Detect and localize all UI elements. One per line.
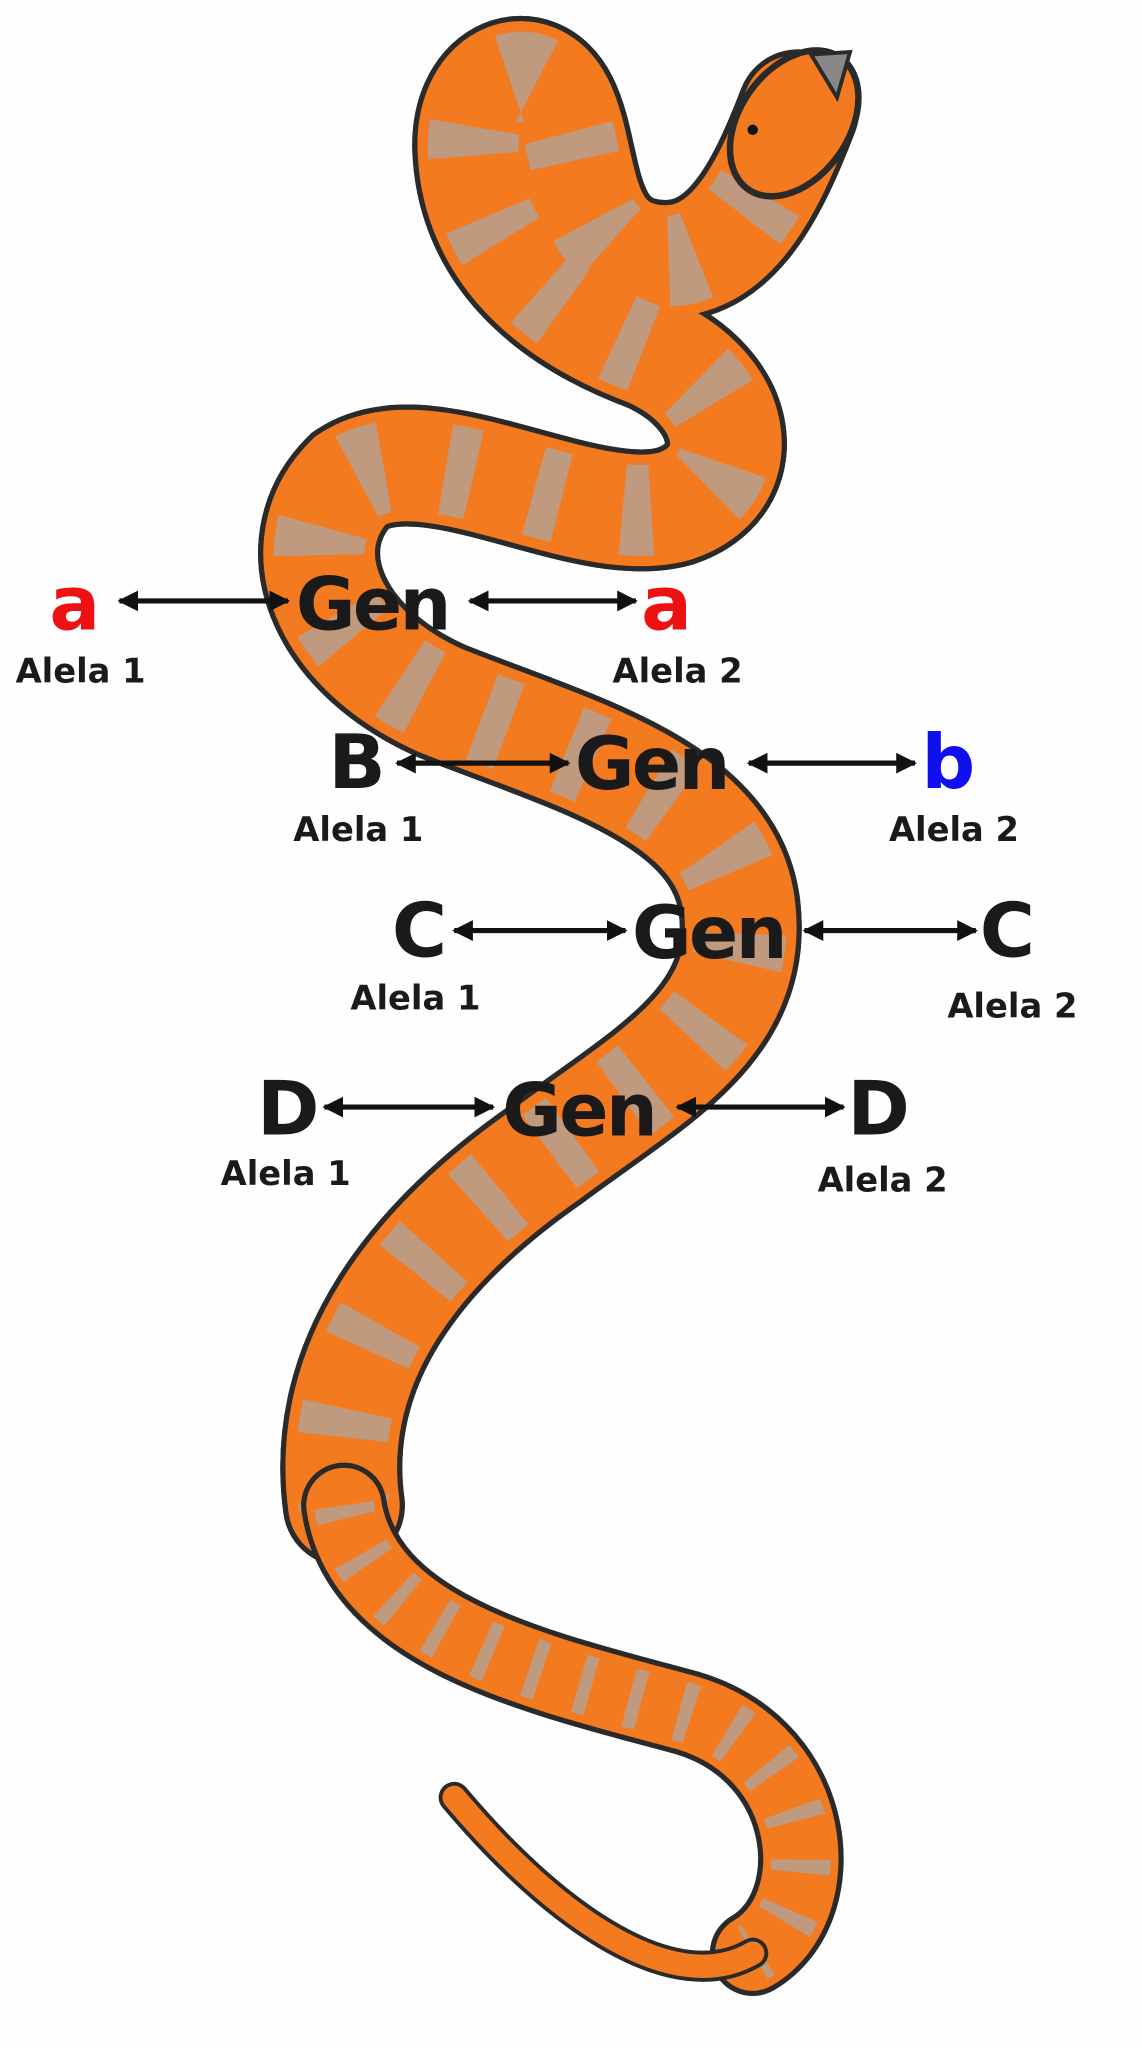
gene-row-1: a Gen a Alela 1 Alela 2 bbox=[16, 559, 743, 690]
snake-eye bbox=[747, 124, 758, 136]
allele-1: D bbox=[257, 1064, 319, 1152]
allele-2-label: Alela 2 bbox=[947, 987, 1077, 1026]
gene-label: Gen bbox=[502, 1070, 655, 1154]
allele-2: C bbox=[980, 887, 1035, 975]
allele-2-label: Alela 2 bbox=[818, 1160, 948, 1199]
allele-2: b bbox=[921, 718, 975, 806]
allele-2: a bbox=[641, 559, 692, 647]
gene-label: Gen bbox=[296, 563, 449, 647]
allele-1-label: Alela 1 bbox=[350, 979, 480, 1018]
allele-1: B bbox=[328, 718, 385, 806]
gene-row-4: D Gen D Alela 1 Alela 2 bbox=[221, 1064, 948, 1199]
allele-2-label: Alela 2 bbox=[889, 810, 1019, 849]
allele-2: D bbox=[847, 1064, 909, 1152]
allele-1: C bbox=[392, 887, 447, 975]
gene-label: Gen bbox=[575, 723, 728, 807]
snake-illustration bbox=[319, 26, 862, 1996]
allele-1: a bbox=[49, 559, 100, 647]
gene-row-3: C Gen C Alela 1 Alela 2 bbox=[350, 887, 1077, 1026]
allele-1-label: Alela 1 bbox=[16, 652, 146, 691]
allele-2-label: Alela 2 bbox=[613, 652, 743, 691]
gene-row-2: B Gen b Alela 1 Alela 2 bbox=[293, 718, 1019, 849]
gene-label: Gen bbox=[632, 892, 785, 976]
allele-1-label: Alela 1 bbox=[221, 1154, 351, 1193]
allele-1-label: Alela 1 bbox=[293, 810, 423, 849]
